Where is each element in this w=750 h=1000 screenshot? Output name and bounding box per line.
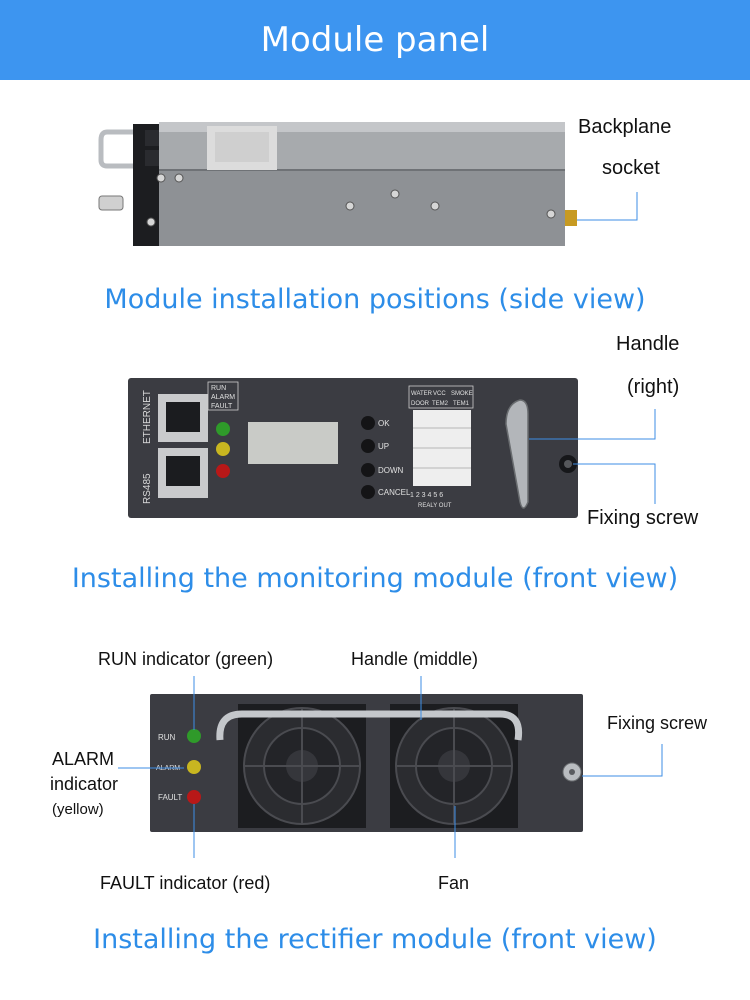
relay-numbers: 1 2 3 4 5 6 xyxy=(410,492,443,499)
monitor-alarm-label: ALARM xyxy=(211,394,235,401)
realy-out-label: REALY OUT xyxy=(418,503,452,509)
tem1-label: TEM1 xyxy=(453,401,470,407)
monitor-led-yellow xyxy=(216,442,230,456)
rectifier-module-image: RUN ALARM FAULT xyxy=(150,694,583,832)
door-label: DOOR xyxy=(411,401,430,407)
side-view-module-image xyxy=(98,122,577,246)
rectifier-led-green xyxy=(187,729,201,743)
ok-button xyxy=(361,416,375,430)
rs485-label: RS485 xyxy=(142,473,153,504)
water-label: WATER xyxy=(411,391,433,397)
rectifier-run-label: RUN xyxy=(158,733,176,742)
handle-middle-label: Handle (middle) xyxy=(351,649,479,669)
page-title: Module panel xyxy=(260,20,490,60)
rectifier-led-red xyxy=(187,790,201,804)
tem2-label: TEM2 xyxy=(432,401,449,407)
rectifier-caption: Installing the rectifier module (front v… xyxy=(93,924,657,955)
side-view-caption: Module installation positions (side view… xyxy=(104,284,646,315)
rectifier-led-yellow xyxy=(187,760,201,774)
up-button xyxy=(361,439,375,453)
alarm-indicator-label-line1: ALARM xyxy=(52,749,115,769)
monitor-run-label: RUN xyxy=(211,385,226,392)
fan-label: Fan xyxy=(438,873,470,893)
smoke-label: SMOKE xyxy=(451,391,473,397)
handle-right-label-line1: Handle xyxy=(616,333,680,355)
monitor-handle xyxy=(505,399,529,509)
ok-label: OK xyxy=(378,419,390,428)
rectifier-alarm-label: ALARM xyxy=(156,765,180,772)
fault-indicator-label: FAULT indicator (red) xyxy=(100,873,271,893)
alarm-indicator-label-line3: (yellow) xyxy=(52,801,104,818)
cancel-button xyxy=(361,485,375,499)
run-indicator-label: RUN indicator (green) xyxy=(98,649,274,669)
monitor-led-green xyxy=(216,422,230,436)
vcc-label: VCC xyxy=(433,391,446,397)
header-banner: Module panel xyxy=(0,0,750,80)
down-label: DOWN xyxy=(378,466,404,475)
monitor-led-red xyxy=(216,464,230,478)
monitor-lcd xyxy=(248,422,338,464)
rectifier-fault-label: FAULT xyxy=(158,793,182,802)
backplane-label-line2: socket xyxy=(602,157,660,179)
rectifier-fixing-screw-label: Fixing screw xyxy=(607,713,708,733)
cancel-label: CANCEL xyxy=(378,488,411,497)
down-button xyxy=(361,463,375,477)
up-label: UP xyxy=(378,442,389,451)
rectifier-handle xyxy=(216,710,523,741)
monitor-fixing-screw-label: Fixing screw xyxy=(587,507,699,529)
ethernet-label: ETHERNET xyxy=(142,390,153,444)
alarm-indicator-label-line2: indicator xyxy=(50,774,119,794)
monitoring-module-image: ETHERNET RS485 RUN ALARM FAULT OK UP DOW… xyxy=(128,378,578,518)
monitor-fault-label: FAULT xyxy=(211,403,233,410)
backplane-label-line1: Backplane xyxy=(578,116,672,138)
monitoring-caption: Installing the monitoring module (front … xyxy=(71,563,679,594)
handle-right-label-line2: (right) xyxy=(627,376,680,398)
